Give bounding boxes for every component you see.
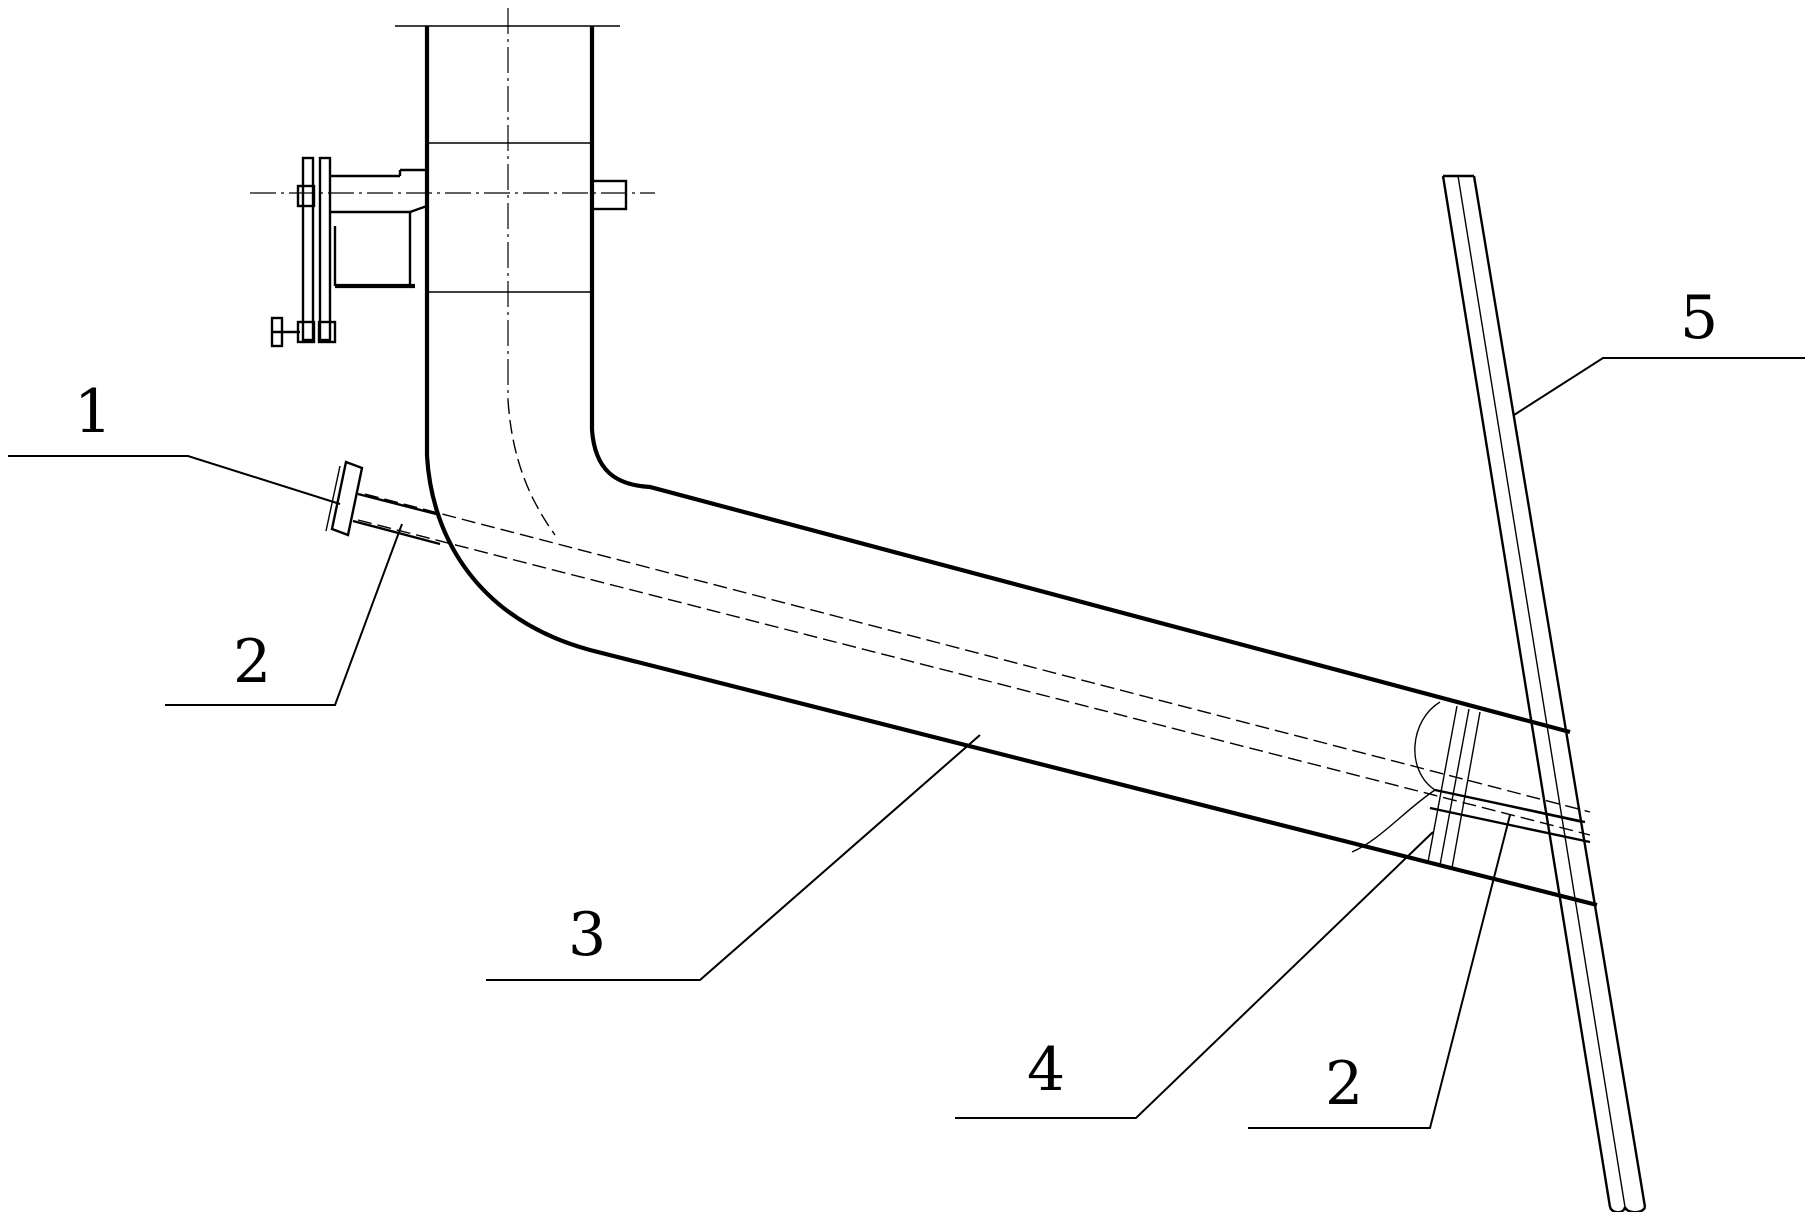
leader-5 [1513,357,1805,416]
leader-2-right [1248,814,1511,1129]
part-label-5: 5 [1680,283,1718,353]
pipe-end-nozzle [1351,701,1591,869]
vertical-riser-pipe [250,8,655,456]
leader-1 [8,455,341,505]
part-label-4: 4 [1027,1035,1065,1105]
part-labels: 1 2 3 4 2 5 [74,283,1718,1119]
inclined-pipe-body [424,399,1598,908]
leader-lines [8,357,1805,1129]
valve-handwheel-assembly [270,156,628,348]
part-label-3: 3 [568,900,606,970]
insertion-tube [325,460,1591,836]
leader-3 [486,734,981,981]
part-label-2-left: 2 [233,627,271,697]
part-label-2-right: 2 [1325,1049,1363,1119]
leader-2-left [165,523,403,706]
leader-4 [955,831,1434,1119]
inclined-wall-frame [1441,174,1647,1212]
part-label-1: 1 [74,377,112,447]
